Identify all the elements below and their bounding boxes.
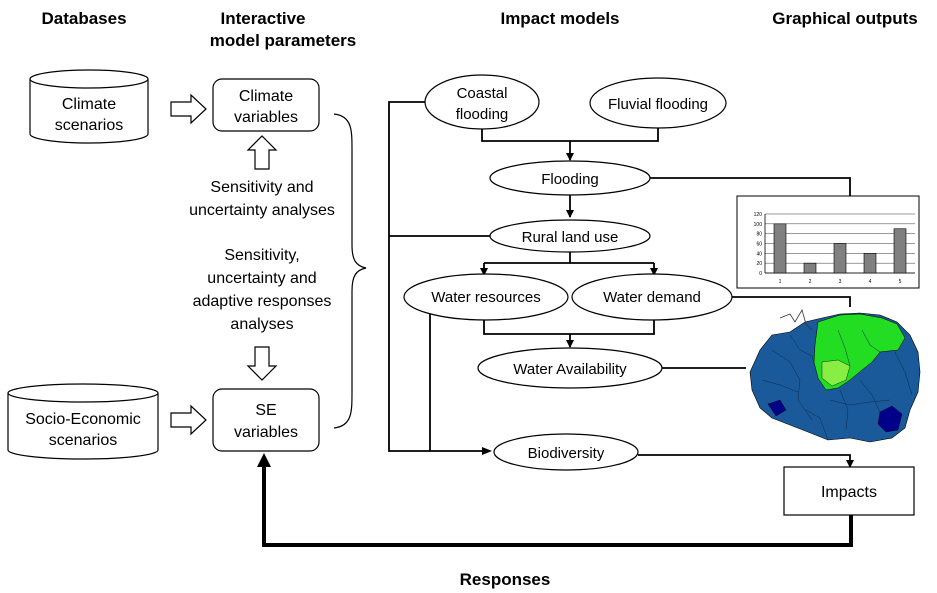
biodiversity-input-arrowhead <box>482 447 492 455</box>
chart-y-tick-label: 60 <box>756 242 762 248</box>
climate-scenarios-line2: scenarios <box>55 117 123 134</box>
rural-land-use-node: Rural land use <box>489 219 651 253</box>
climate-variables-box: Climate variables <box>212 78 320 132</box>
responses-feedback-arrow <box>257 453 853 547</box>
header-impact-models: Impact models <box>500 9 619 28</box>
map-region-lightgreen <box>821 359 851 387</box>
water-demand-to-output-link <box>732 296 851 307</box>
chart-x-tick-label: 3 <box>839 279 842 285</box>
biodiversity-to-impacts-arrow <box>638 454 854 468</box>
coastal-down-link <box>481 128 659 142</box>
biodiversity-node: Biodiversity <box>493 433 639 471</box>
se-variables-line2: variables <box>234 424 298 441</box>
parameters-brace <box>333 113 367 429</box>
coastal-line2: flooding <box>456 106 509 123</box>
impacts-label: Impacts <box>821 484 877 501</box>
fluvial-flooding-node: Fluvial flooding <box>589 77 727 129</box>
chart-bar <box>893 228 907 274</box>
chart-y-tick-label: 100 <box>754 222 763 228</box>
biodiversity-label: Biodiversity <box>528 445 605 462</box>
water-resources-label: Water resources <box>431 289 540 306</box>
output-map <box>749 308 921 443</box>
footer-responses: Responses <box>460 570 551 589</box>
chart-y-tick-label: 20 <box>756 261 762 267</box>
water-resources-node: Water resources <box>403 273 569 321</box>
header-databases: Databases <box>41 9 126 28</box>
map-region-darkblue-2 <box>767 399 787 417</box>
socio-economic-line1: Socio-Economic <box>25 411 141 428</box>
climate-scenarios-database: Climate scenarios <box>29 69 149 144</box>
se-variables-box: SE variables <box>212 388 320 452</box>
map-boundaries <box>761 329 913 441</box>
sensitivity-up-arrow <box>246 135 278 170</box>
chart-bar <box>863 253 877 274</box>
map-river <box>779 308 813 331</box>
chart-y-tick-label: 0 <box>759 271 762 277</box>
climate-input-arrow <box>170 93 207 125</box>
coastal-line1: Coastal <box>457 85 508 102</box>
flooding-label: Flooding <box>541 171 599 188</box>
chart-y-tick-label: 80 <box>756 232 762 238</box>
water-merge-link <box>483 320 655 335</box>
climate-variables-line1: Climate <box>239 88 293 105</box>
chart-x-tick-label: 2 <box>809 279 812 285</box>
map-region-darkblue-1 <box>877 405 903 433</box>
adaptive-down-arrow <box>246 346 278 381</box>
socio-economic-line2: scenarios <box>49 432 117 449</box>
chart-bar <box>773 223 787 274</box>
se-variables-line1: SE <box>255 402 276 419</box>
water-availability-node: Water Availability <box>477 347 663 389</box>
fluvial-label: Fluvial flooding <box>608 96 708 113</box>
water-demand-node: Water demand <box>571 273 733 321</box>
water-availability-label: Water Availability <box>513 361 627 378</box>
chart-y-tick-label: 120 <box>754 212 763 218</box>
impacts-box: Impacts <box>783 466 915 516</box>
coastal-flooding-node: Coastal flooding <box>424 74 540 130</box>
chart-bar <box>803 262 817 274</box>
chart-x-tick-label: 1 <box>779 279 782 285</box>
header-interactive-line1: Interactive <box>220 9 305 28</box>
sensitivity-line1: Sensitivity and <box>210 179 313 196</box>
flooding-node: Flooding <box>489 160 651 196</box>
chart-y-tick-label: 40 <box>756 251 762 257</box>
sensitivity-adaptive-line2: uncertainty and <box>207 270 316 287</box>
chart-x-tick-label: 5 <box>899 279 902 285</box>
sensitivity-adaptive-line3: adaptive responses <box>193 293 332 310</box>
chart-frame <box>736 195 920 289</box>
climate-scenarios-line1: Climate <box>62 96 116 113</box>
sensitivity-adaptive-line1: Sensitivity, <box>224 247 299 264</box>
socio-economic-database: Socio-Economic scenarios <box>7 383 159 460</box>
header-graphical-outputs: Graphical outputs <box>772 9 917 28</box>
header-interactive-line2: model parameters <box>210 31 356 50</box>
chart-bar <box>833 243 847 274</box>
output-bar-chart: 0 20 40 60 80 100 120 1 2 3 4 5 <box>736 195 920 289</box>
sensitivity-line2: uncertainty analyses <box>189 202 335 219</box>
water-demand-label: Water demand <box>603 289 701 306</box>
rural-label: Rural land use <box>522 229 619 246</box>
se-input-arrow <box>170 404 207 436</box>
climate-variables-line2: variables <box>234 109 298 126</box>
sensitivity-adaptive-line4: analyses <box>230 316 293 333</box>
coastal-left-link <box>388 101 490 452</box>
flooding-to-chart-link <box>650 177 851 196</box>
chart-x-tick-label: 4 <box>869 279 872 285</box>
